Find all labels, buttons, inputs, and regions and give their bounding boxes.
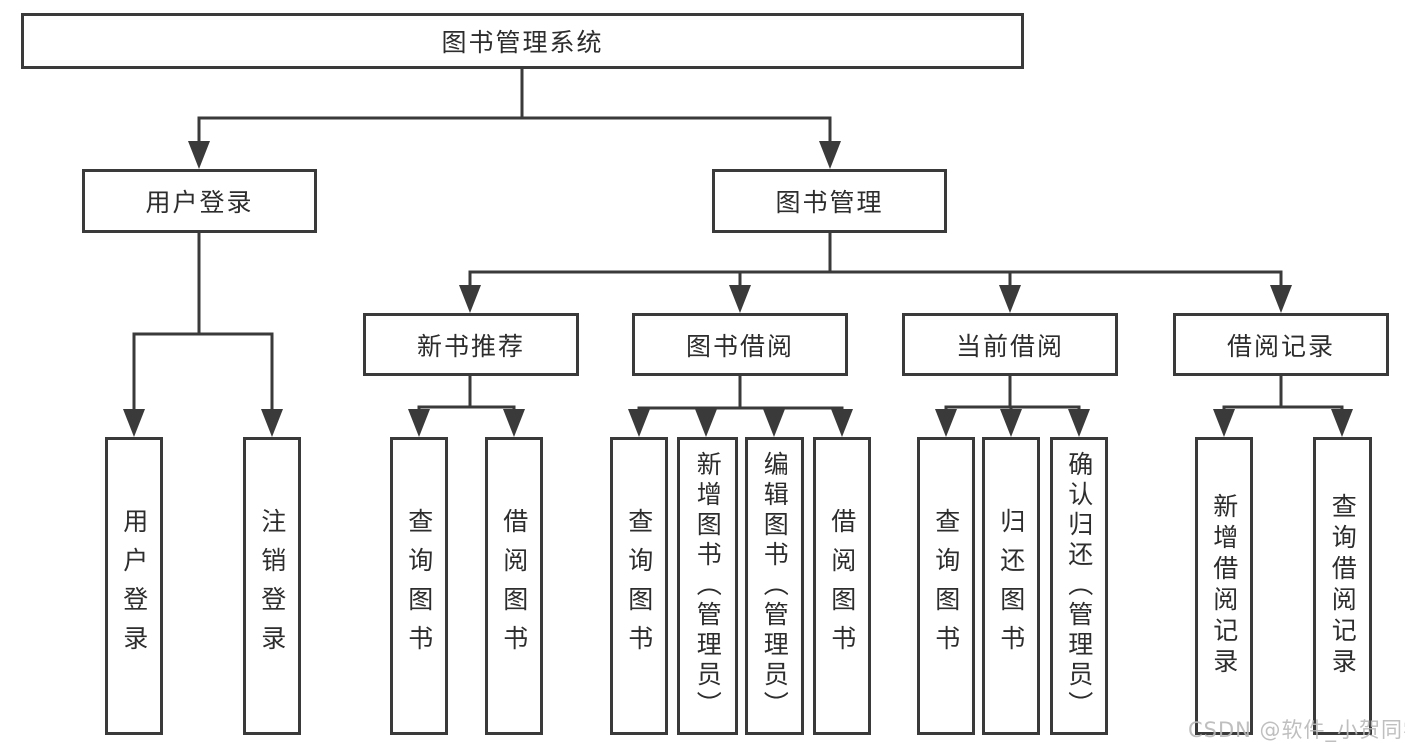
arrowhead xyxy=(831,409,853,437)
leaf-label: 新增图书（管理员） xyxy=(693,451,723,721)
node-book-management-label: 图书管理 xyxy=(775,188,884,217)
leaf-return-books: 归还图书 xyxy=(982,437,1040,735)
csdn-watermark: CSDN @软件_小贺同学 xyxy=(1188,718,1405,742)
leaf-label: 查询图书 xyxy=(404,508,434,664)
arrowhead xyxy=(1331,409,1353,437)
leaf-add-borrow-record: 新增借阅记录 xyxy=(1195,437,1253,735)
leaf-label: 查询图书 xyxy=(624,508,654,664)
leaf-edit-books-admin: 编辑图书（管理员） xyxy=(745,437,804,735)
connector-new-book-recommend-to-leaves xyxy=(408,374,525,437)
arrowhead xyxy=(1270,285,1292,313)
arrowhead xyxy=(935,409,957,437)
leaf-label: 新增借阅记录 xyxy=(1209,493,1239,679)
leaf-confirm-return-admin: 确认归还（管理员） xyxy=(1050,437,1108,735)
arrowhead xyxy=(408,409,430,437)
arrowhead xyxy=(999,285,1021,313)
arrowhead xyxy=(729,285,751,313)
connector-root-to-level2 xyxy=(188,66,841,169)
leaf-borrow-books-recommend: 借阅图书 xyxy=(485,437,543,735)
node-book-management: 图书管理 xyxy=(712,169,947,233)
connector-book-management-to-level3 xyxy=(459,231,1292,313)
leaf-logout: 注销登录 xyxy=(243,437,301,735)
leaf-label: 编辑图书（管理员） xyxy=(760,451,790,721)
node-book-borrow-label: 图书借阅 xyxy=(685,331,794,361)
leaf-borrow-books: 借阅图书 xyxy=(813,437,871,735)
node-user-login-label: 用户登录 xyxy=(145,188,254,217)
leaf-query-books-borrow: 查询图书 xyxy=(610,437,668,735)
leaf-label: 归还图书 xyxy=(996,508,1026,664)
leaf-label: 确认归还（管理员） xyxy=(1064,451,1094,721)
leaf-query-books-current: 查询图书 xyxy=(917,437,975,735)
arrowhead xyxy=(628,409,650,437)
node-book-borrow: 图书借阅 xyxy=(632,313,848,376)
leaf-label: 借阅图书 xyxy=(499,508,529,664)
connector-borrow-records-to-leaves xyxy=(1213,374,1353,437)
arrowhead xyxy=(459,285,481,313)
arrowhead xyxy=(261,409,283,437)
node-current-borrow-label: 当前借阅 xyxy=(955,331,1064,361)
connector-current-borrow-to-leaves xyxy=(935,374,1090,437)
leaf-add-books-admin: 新增图书（管理员） xyxy=(677,437,738,735)
leaf-label: 借阅图书 xyxy=(827,508,857,664)
arrowhead xyxy=(123,409,145,437)
node-new-book-recommend: 新书推荐 xyxy=(363,313,579,376)
arrowhead xyxy=(763,409,785,437)
arrowhead xyxy=(1000,409,1022,437)
node-library-system-label: 图书管理系统 xyxy=(441,28,604,57)
leaf-query-borrow-record: 查询借阅记录 xyxy=(1313,437,1372,735)
arrowhead xyxy=(503,409,525,437)
leaf-label: 查询图书 xyxy=(931,508,961,664)
arrowhead xyxy=(1213,409,1235,437)
node-new-book-recommend-label: 新书推荐 xyxy=(416,331,525,361)
leaf-label: 注销登录 xyxy=(257,508,287,664)
node-library-system: 图书管理系统 xyxy=(21,13,1024,69)
leaf-query-books-recommend: 查询图书 xyxy=(390,437,448,735)
node-user-login: 用户登录 xyxy=(82,169,317,233)
leaf-label: 查询借阅记录 xyxy=(1328,493,1358,679)
node-borrow-records-label: 借阅记录 xyxy=(1226,331,1335,361)
arrowhead xyxy=(695,409,717,437)
leaf-label: 用户登录 xyxy=(119,508,149,664)
node-borrow-records: 借阅记录 xyxy=(1173,313,1389,376)
leaf-user-login: 用户登录 xyxy=(105,437,163,735)
node-current-borrow: 当前借阅 xyxy=(902,313,1118,376)
connector-book-borrow-to-leaves xyxy=(628,375,853,437)
connector-user-login-to-leaves xyxy=(123,231,283,437)
arrowhead xyxy=(1068,409,1090,437)
arrowhead xyxy=(188,141,210,169)
arrowhead xyxy=(819,141,841,169)
